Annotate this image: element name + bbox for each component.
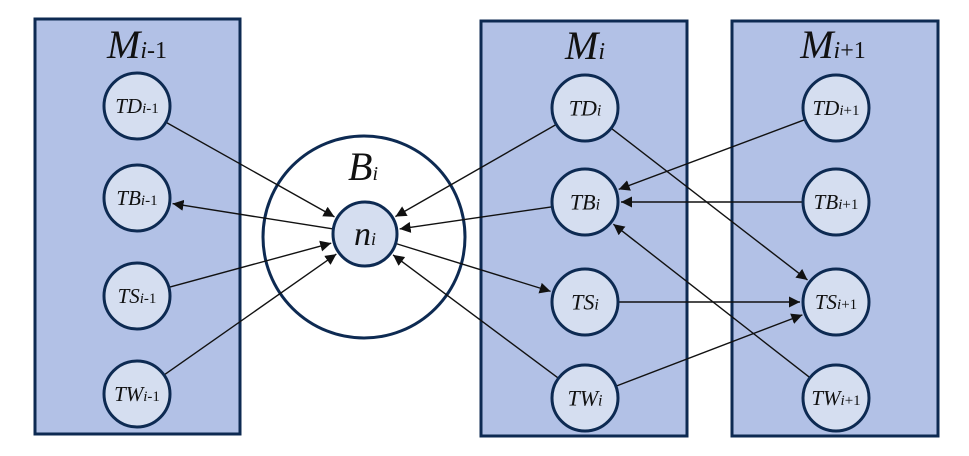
- edge-n-to-ts-cur: [396, 243, 551, 294]
- node-label: TBi-1: [116, 186, 157, 210]
- edge-tw-next-to-tb-cur: [612, 223, 810, 378]
- node-label: TWi-1: [114, 382, 160, 406]
- node-circle: [102, 359, 172, 429]
- node-label: TDi: [569, 95, 602, 120]
- node-circle: [550, 363, 620, 433]
- edge-tw-cur-to-ts-next: [616, 313, 803, 387]
- group-title-m-cur: Mi: [564, 23, 605, 68]
- node-label: TSi+1: [815, 290, 857, 314]
- edge-td-cur-to-ts-next: [611, 128, 808, 281]
- node-n: ni: [331, 200, 399, 268]
- node-circle: [550, 167, 620, 237]
- edge-td-prev-to-n: [166, 122, 335, 218]
- node-tb-cur: TBi: [550, 167, 620, 237]
- node-label: TBi: [570, 189, 600, 214]
- node-tw-next: TWi+1: [801, 363, 871, 433]
- edge-tw-prev-to-n: [164, 253, 337, 376]
- center-title-b: Bi: [348, 144, 378, 189]
- node-td-next: TDi+1: [801, 73, 871, 143]
- node-circle: [102, 71, 172, 141]
- edges-layer: [164, 119, 810, 387]
- node-tw-cur: TWi: [550, 363, 620, 433]
- node-circle: [801, 167, 871, 237]
- node-label: TDi+1: [813, 96, 860, 120]
- node-label: TBi+1: [814, 190, 859, 214]
- edge-ts-prev-to-n: [169, 240, 332, 288]
- group-title-m-next: Mi+1: [799, 22, 866, 67]
- node-tb-next: TBi+1: [801, 167, 871, 237]
- node-circle: [801, 363, 871, 433]
- node-label: ni: [354, 216, 376, 253]
- node-tw-prev: TWi-1: [102, 359, 172, 429]
- node-td-cur: TDi: [550, 73, 620, 143]
- node-label: TSi: [571, 289, 599, 314]
- node-circle: [331, 200, 399, 268]
- edge-td-cur-to-n: [395, 124, 556, 218]
- edge-n-to-tb-prev: [172, 199, 333, 230]
- node-label: TDi-1: [115, 94, 159, 118]
- group-title-m-prev: Mi-1: [106, 22, 167, 67]
- node-ts-next: TSi+1: [801, 267, 871, 337]
- node-ts-prev: TSi-1: [102, 261, 172, 331]
- edge-td-next-to-tb-cur: [618, 119, 805, 191]
- edge-tw-cur-to-n: [392, 254, 559, 379]
- edge-tb-cur-to-n: [399, 206, 552, 233]
- node-tb-prev: TBi-1: [102, 163, 172, 233]
- node-td-prev: TDi-1: [102, 71, 172, 141]
- node-circle: [801, 73, 871, 143]
- node-circle: [102, 261, 172, 331]
- node-label: TWi+1: [811, 386, 860, 410]
- node-circle: [102, 163, 172, 233]
- node-label: TWi: [567, 385, 602, 410]
- node-circle: [801, 267, 871, 337]
- node-label: TSi-1: [118, 284, 157, 308]
- node-circle: [550, 267, 620, 337]
- node-ts-cur: TSi: [550, 267, 620, 337]
- node-circle: [550, 73, 620, 143]
